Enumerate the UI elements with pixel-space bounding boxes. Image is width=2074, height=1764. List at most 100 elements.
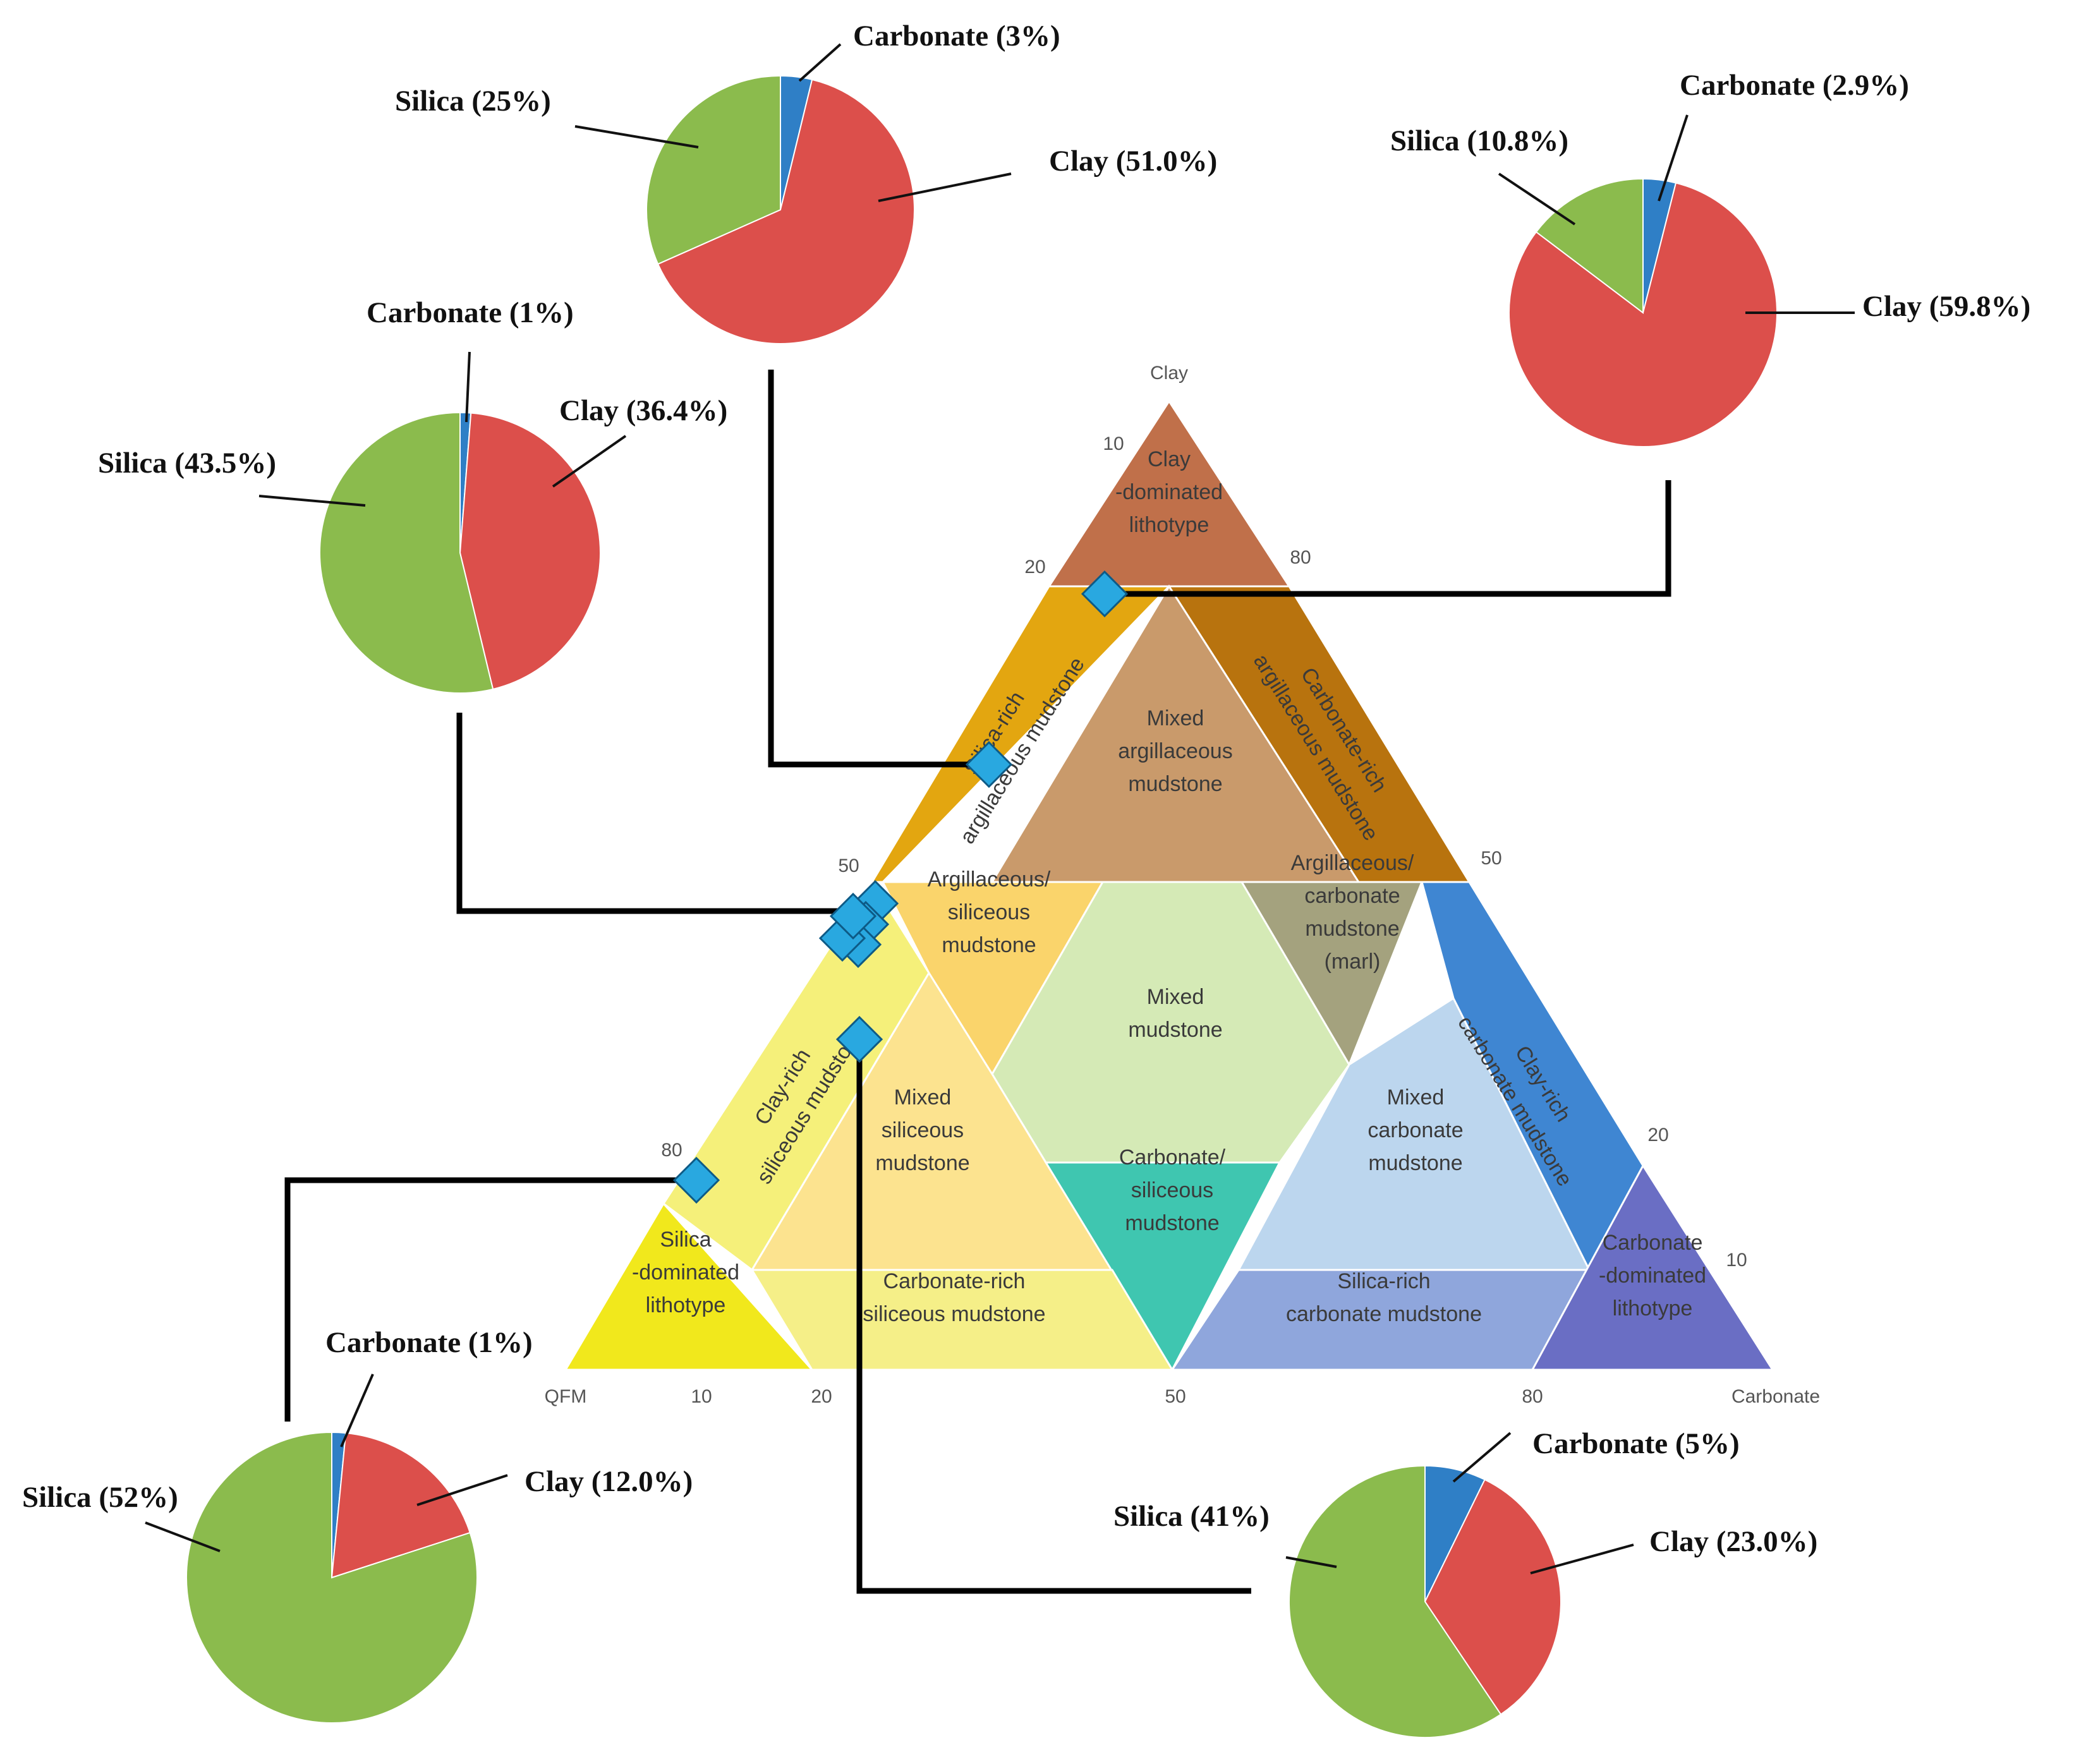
zone-label-line: Clay bbox=[1148, 447, 1191, 471]
pie-5-slice-clay bbox=[1424, 1478, 1562, 1715]
connector-line-5 bbox=[856, 1046, 1251, 1594]
pie-1-silica-label: Silica (25%) bbox=[395, 85, 551, 118]
tick-right-50: 50 bbox=[1481, 848, 1501, 869]
zone-label-argillaceous-carbonate: Argillaceous/carbonate mudstone (marl) bbox=[1291, 851, 1414, 974]
pie-5-silica-label: Silica (41%) bbox=[1113, 1500, 1270, 1533]
pie-labels: Carbonate (3%) Clay (51.0%) Silica (25%)… bbox=[22, 20, 2030, 1558]
apex-label-qfm: QFM bbox=[545, 1386, 587, 1407]
pie-chart bbox=[1289, 1465, 1562, 1738]
tick-labels: 10 20 50 80 80 50 20 10 10 20 50 80 bbox=[661, 433, 1747, 1407]
zone-label-line: carbonate bbox=[1304, 884, 1400, 908]
pie-4-clay-label: Clay (12.0%) bbox=[525, 1465, 693, 1498]
pie-2-slice-clay bbox=[1508, 182, 1778, 447]
zone-label-line: mudstone bbox=[1128, 772, 1222, 796]
zone-label-line: Mixed bbox=[894, 1085, 952, 1109]
zone-label-line: Carbonate/ bbox=[1119, 1145, 1226, 1169]
sample-marker bbox=[672, 1156, 720, 1204]
zone-label-carbonate-rich-siliceous: Carbonate-rich siliceous mudstone bbox=[863, 1269, 1045, 1326]
pie-chart bbox=[646, 75, 915, 344]
leader-line bbox=[1452, 1432, 1512, 1483]
zone-label-line: lithotype bbox=[1129, 513, 1210, 537]
tick-right-10: 10 bbox=[1726, 1250, 1747, 1271]
tick-left-10: 10 bbox=[1103, 433, 1124, 454]
pie-4-slice-silica bbox=[186, 1431, 478, 1724]
zone-label-line: Silica-rich bbox=[1337, 1269, 1430, 1293]
pie-1-slice-clay bbox=[657, 78, 915, 344]
tick-bottom-50: 50 bbox=[1165, 1386, 1186, 1407]
pie-leader-lines bbox=[145, 43, 1855, 1574]
leader-line bbox=[465, 351, 471, 423]
zone-label-line: Argillaceous/ bbox=[928, 867, 1051, 891]
tick-left-20: 20 bbox=[1024, 557, 1045, 577]
pie-chart bbox=[319, 411, 601, 694]
pie-4-slice-clay bbox=[331, 1432, 471, 1579]
pie-1-clay-label: Clay (51.0%) bbox=[1049, 145, 1217, 178]
zone-label-line: mudstone bbox=[1128, 1018, 1222, 1042]
zone-label-line: Mixed bbox=[1147, 706, 1204, 730]
leader-line bbox=[340, 1374, 374, 1447]
tick-bottom-80: 80 bbox=[1522, 1386, 1543, 1407]
tick-left-80: 80 bbox=[661, 1140, 682, 1161]
pie-2-clay-label: Clay (59.8%) bbox=[1862, 290, 2030, 323]
zone-label-mixed-siliceous: Mixed siliceous mudstone bbox=[875, 1085, 969, 1175]
zone-label-line: carbonate mudstone bbox=[1286, 1302, 1482, 1326]
zone-label-line: mudstone bbox=[875, 1151, 969, 1175]
zone-label-line: -dominated bbox=[1115, 480, 1223, 504]
zone-label-line: Argillaceous/ bbox=[1291, 851, 1414, 875]
pie-4-silica-label: Silica (52%) bbox=[22, 1481, 178, 1514]
leader-line bbox=[145, 1521, 221, 1552]
zone-label-line: mudstone bbox=[1368, 1151, 1462, 1175]
pie-2-slice-silica bbox=[1535, 178, 1644, 315]
apex-label-carbonate: Carbonate bbox=[1731, 1386, 1820, 1407]
leader-line bbox=[1498, 172, 1576, 226]
zone-label-line: Carbonate-rich bbox=[883, 1269, 1026, 1293]
pie-2-carbonate-label: Carbonate (2.9%) bbox=[1680, 69, 1909, 102]
pie-chart bbox=[1508, 178, 1778, 447]
zone-label-line: Mixed bbox=[1147, 985, 1204, 1009]
zone-label-mixed-mudstone: Mixed mudstone bbox=[1128, 985, 1222, 1042]
zone-label-line: mudstone bbox=[942, 933, 1036, 957]
ternary-zones bbox=[564, 399, 1774, 1372]
zone-label-line: (marl) bbox=[1325, 950, 1381, 974]
pie-4-carbonate-label: Carbonate (1%) bbox=[325, 1326, 533, 1359]
zone-label-clay-dominated: Clay -dominated lithotype bbox=[1115, 447, 1223, 537]
tick-right-80: 80 bbox=[1290, 547, 1311, 568]
zone-label-line: Mixed bbox=[1387, 1085, 1445, 1109]
zone-label-line: mudstone bbox=[1125, 1211, 1219, 1235]
zone-clay-rich-carbonate bbox=[1421, 881, 1644, 1272]
tick-right-20: 20 bbox=[1647, 1125, 1668, 1145]
connector-line-3 bbox=[456, 713, 850, 914]
pie-5-carbonate-label: Carbonate (5%) bbox=[1532, 1427, 1740, 1460]
pie-2-silica-label: Silica (10.8%) bbox=[1390, 124, 1568, 157]
zone-silica-dominated bbox=[564, 1202, 815, 1371]
pie-5-slice-carbonate bbox=[1424, 1465, 1486, 1602]
tick-left-50: 50 bbox=[838, 855, 859, 876]
pie-3-slice-silica bbox=[319, 411, 494, 694]
apex-label-clay: Clay bbox=[1150, 363, 1188, 384]
zone-carbonate-siliceous bbox=[1044, 1161, 1282, 1372]
leader-line bbox=[416, 1474, 508, 1506]
connector-line-2 bbox=[1105, 480, 1671, 597]
zone-label-line: siliceous mudstone bbox=[863, 1302, 1045, 1326]
pie-3-silica-label: Silica (43.5%) bbox=[98, 447, 276, 480]
zone-label-line: Silica bbox=[660, 1228, 711, 1252]
zone-carbonate-dominated bbox=[1531, 1164, 1774, 1371]
zone-label-line: mudstone bbox=[1305, 917, 1399, 941]
zone-label-line: lithotype bbox=[646, 1293, 726, 1317]
tick-bottom-10: 10 bbox=[691, 1386, 712, 1407]
pie-3-slice-clay bbox=[459, 412, 601, 691]
sample-marker bbox=[965, 740, 1013, 788]
pie-1-slice-silica bbox=[646, 75, 781, 265]
leader-line bbox=[574, 125, 699, 148]
zone-label-line: siliceous bbox=[882, 1118, 964, 1142]
sample-marker bbox=[1081, 570, 1129, 618]
leader-line bbox=[1530, 1544, 1634, 1574]
sample-markers bbox=[672, 570, 1129, 1204]
zone-argillaceous-carbonate bbox=[1240, 881, 1424, 1067]
